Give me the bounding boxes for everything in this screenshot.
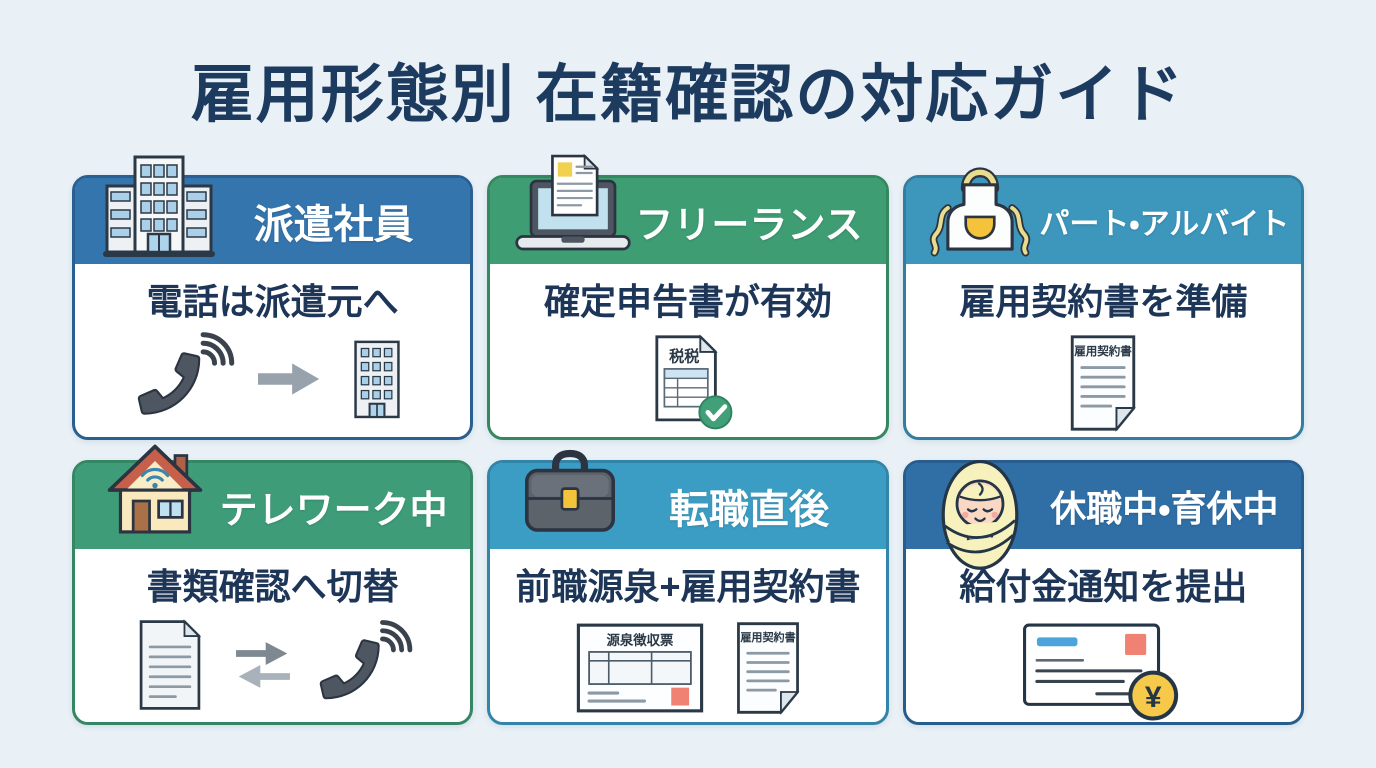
card-telework-header: テレワーク中 [75, 444, 471, 549]
arrow-right-icon [257, 357, 322, 401]
cards-grid: 派遣社員 電話は派遣元へ [72, 153, 1304, 725]
red-stamp [671, 687, 690, 706]
contract-doc-text: 雇用契約書 [740, 630, 795, 644]
tax-return-check-icon: 税税 [636, 333, 740, 435]
card-on-leave: 休職中・育休中 給付金通知を提出 [902, 459, 1304, 725]
card-telework-label: テレワーク中 [219, 489, 448, 532]
card-dispatch-label: 派遣社員 [253, 203, 414, 247]
card-telework-subtitle: 書類確認へ切替 [146, 566, 399, 607]
card-part-time: パート・アルバイト 雇用契約書を準備 雇用契約書 [902, 167, 1304, 440]
red-stamp [1125, 634, 1147, 656]
card-dispatch-subtitle: 電話は派遣元へ [146, 281, 399, 322]
check-icon [705, 404, 728, 422]
card-dispatch-worker: 派遣社員 電話は派遣元へ [72, 155, 474, 440]
card-job-change-label: 転職直後 [668, 488, 829, 532]
swaddled-baby-icon [934, 455, 1026, 573]
card-job-change-header: 転職直後 [490, 449, 886, 549]
card-part-time-body: 雇用契約書を準備 雇用契約書 [906, 264, 1301, 433]
swap-arrows-icon [228, 634, 298, 696]
office-building-icon [97, 154, 221, 258]
card-part-time-header: パート・アルバイト [905, 167, 1301, 264]
laptop-document-icon [506, 153, 640, 260]
card-freelance-body: 確定申告書が有効 税税 [490, 264, 885, 435]
card-job-change-subtitle: 前職源泉+雇用契約書 [515, 566, 861, 607]
card-on-leave-body: 給付金通知を提出 ¥ [906, 549, 1301, 722]
withholding-doc-text: 源泉徴収票 [607, 632, 674, 648]
benefit-notice-icon: ¥ [1010, 618, 1196, 722]
phone-icon [318, 620, 414, 707]
contract-document-icon: 雇用契約書 [1062, 333, 1144, 433]
card-freelance: フリーランス 確定申告書が有効 税税 [487, 153, 889, 440]
card-on-leave-subtitle: 給付金通知を提出 [959, 566, 1248, 607]
card-freelance-subtitle: 確定申告書が有効 [543, 281, 832, 322]
card-telework: テレワーク中 書類確認へ切替 [72, 444, 474, 725]
yen-symbol: ¥ [1145, 681, 1162, 714]
card-on-leave-label: 休職中・育休中 [1050, 488, 1279, 529]
phone-icon [136, 332, 236, 422]
card-dispatch-body: 電話は派遣元へ [75, 264, 470, 425]
card-job-change-body: 前職源泉+雇用契約書 源泉徴収票 [490, 549, 885, 718]
card-on-leave-header: 休職中・育休中 [905, 459, 1301, 570]
yen-coin-icon [1128, 670, 1179, 721]
card-freelance-label: フリーランス [635, 204, 863, 247]
briefcase-icon [516, 449, 624, 539]
building-icon [344, 333, 410, 425]
card-part-time-label: パート・アルバイト [1039, 208, 1290, 241]
document-icon [132, 618, 208, 712]
page-title: 雇用形態別 在籍確認の対応ガイド [190, 60, 1186, 130]
blue-highlight-bar [1037, 637, 1078, 647]
card-job-change: 転職直後 前職源泉+雇用契約書 源泉徴収票 [487, 449, 889, 725]
tax-doc-text: 税税 [669, 348, 699, 366]
withholding-slip-icon: 源泉徴収票 [569, 618, 711, 718]
card-dispatch-header: 派遣社員 [75, 155, 471, 264]
check-circle [698, 395, 733, 430]
contract-doc-text: 雇用契約書 [1075, 344, 1133, 358]
house-wifi-icon [99, 441, 211, 541]
contract-document-icon: 雇用契約書 [729, 620, 807, 716]
apron-icon [928, 158, 1032, 258]
card-part-time-subtitle: 雇用契約書を準備 [959, 281, 1248, 322]
card-freelance-header: フリーランス [490, 153, 886, 264]
card-telework-body: 書類確認へ切替 [75, 549, 470, 712]
